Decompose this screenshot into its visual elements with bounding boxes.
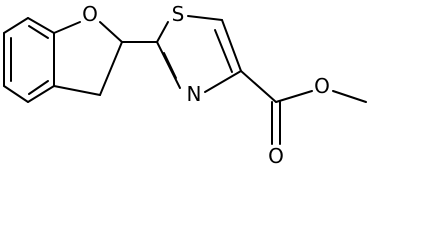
double-bond-inner — [214, 29, 233, 73]
bond — [53, 85, 101, 96]
methyl-ester-group — [240, 70, 367, 145]
bond — [53, 21, 81, 34]
bond — [27, 17, 55, 34]
bond — [275, 90, 313, 103]
dihydrofuran-ring — [53, 21, 123, 96]
ester-oxygen-label: O — [314, 74, 330, 98]
bond — [3, 85, 29, 103]
double-bond-inner — [163, 52, 177, 79]
bond — [240, 70, 277, 103]
bond — [221, 19, 242, 72]
chemical-structure: O S N O O — [3, 2, 367, 168]
bond — [156, 21, 169, 43]
double-bond-inner — [28, 80, 49, 95]
thiazole-ring — [156, 15, 242, 93]
carbonyl-oxygen-label: O — [268, 144, 284, 168]
ring-oxygen-label: O — [82, 2, 98, 26]
bond — [332, 90, 367, 103]
bond — [156, 41, 181, 89]
thiazole-sulfur-label: S — [172, 2, 185, 26]
bond — [204, 70, 242, 93]
bond — [99, 41, 123, 96]
thiazole-nitrogen-label: N — [187, 82, 202, 106]
bond — [99, 21, 123, 43]
benzene-ring — [3, 17, 55, 103]
bond — [27, 85, 55, 103]
double-bond-inner — [28, 25, 49, 39]
bond — [3, 17, 29, 34]
bond — [187, 15, 223, 21]
